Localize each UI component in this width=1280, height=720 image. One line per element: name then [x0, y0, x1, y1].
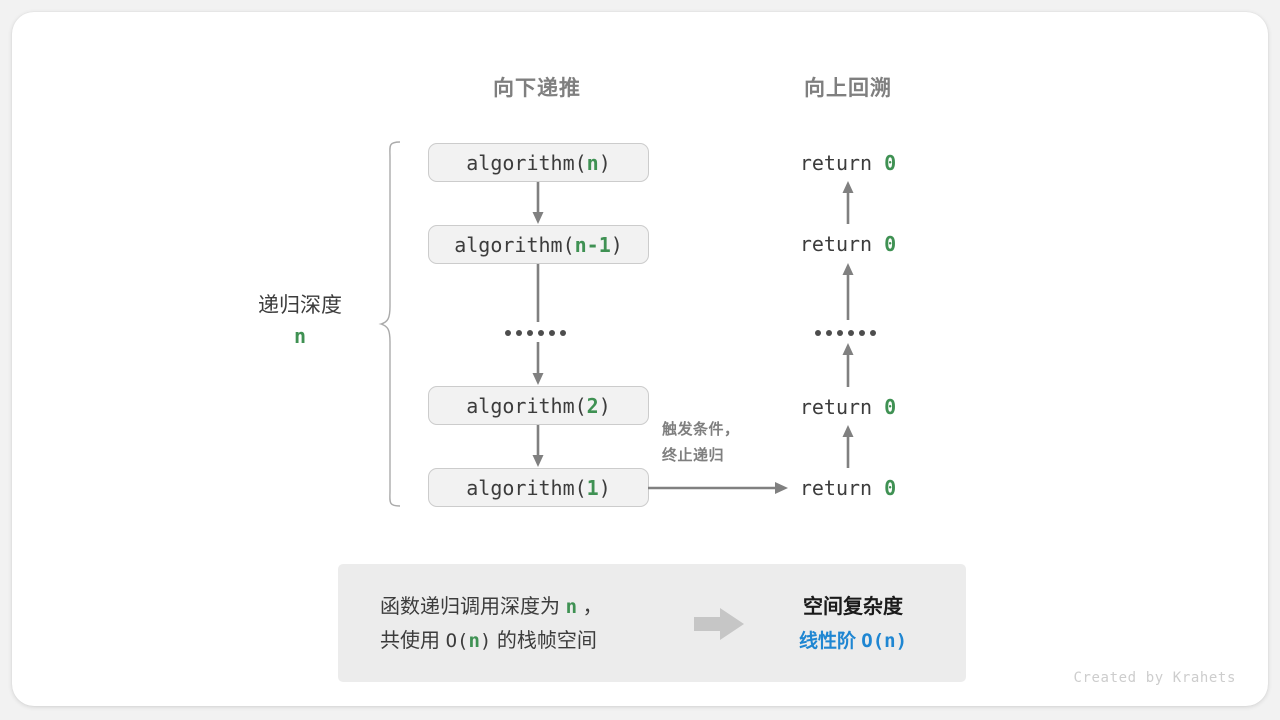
space-complexity-notation: O(n)	[861, 630, 908, 652]
call-box-n-prefix: algorithm(	[466, 150, 587, 175]
return-value: 0	[884, 232, 897, 256]
summary-line-1: 函数递归调用深度为 n ，	[380, 590, 603, 624]
return-statement-4: return 0	[748, 476, 948, 500]
summary-conclusion: 空间复杂度 线性阶 O(n)	[758, 590, 948, 659]
trigger-note-line-2: 终止递归	[662, 447, 725, 464]
ellipsis-dot	[505, 330, 511, 336]
header-downward-recursion: 向下递推	[493, 77, 581, 100]
call-box-n-arg: n	[586, 150, 599, 175]
summary-line-2-n: n	[468, 630, 480, 652]
ellipsis-dot	[837, 330, 843, 336]
ellipsis-dot	[870, 330, 876, 336]
return-statement-2: return 0	[748, 232, 948, 256]
up-arrow-3	[842, 343, 854, 387]
recursion-depth-brace	[378, 141, 401, 507]
space-complexity-value: 线性阶 O(n)	[758, 624, 948, 659]
right-arrow-icon	[694, 608, 744, 640]
header-upward-backtrack: 向上回溯	[804, 77, 892, 100]
return-value: 0	[884, 151, 897, 175]
call-box-1[interactable]: algorithm(1)	[428, 468, 649, 507]
return-value: 0	[884, 395, 897, 419]
up-arrow-2	[842, 263, 854, 320]
summary-line-2: 共使用 O(n) 的栈帧空间	[380, 624, 603, 658]
summary-description: 函数递归调用深度为 n ， 共使用 O(n) 的栈帧空间	[380, 590, 603, 658]
call-box-n-minus-1-suffix: )	[610, 232, 623, 257]
return-value: 0	[884, 476, 897, 500]
call-box-2-prefix: algorithm(	[466, 393, 587, 418]
ellipsis-dot	[848, 330, 854, 336]
up-arrow-4	[842, 425, 854, 468]
ellipsis-dot	[549, 330, 555, 336]
recursion-depth-label: 递归深度 n	[230, 291, 370, 351]
credit-text: Created by Krahets	[1073, 670, 1236, 686]
call-box-2[interactable]: algorithm(2)	[428, 386, 649, 425]
summary-line-2-o-open: O(	[445, 630, 469, 652]
ellipsis-dot	[826, 330, 832, 336]
summary-line-1-text-a: 函数递归调用深度为	[380, 596, 566, 618]
return-keyword: return	[799, 151, 885, 175]
ellipsis-dot	[560, 330, 566, 336]
down-arrow-4	[532, 425, 544, 467]
ellipsis-left	[505, 330, 566, 336]
up-arrow-1	[842, 181, 854, 224]
space-complexity-order: 线性阶	[798, 631, 862, 652]
recursion-depth-value: n	[293, 324, 307, 348]
down-arrow-1	[532, 182, 544, 224]
call-box-1-suffix: )	[598, 475, 611, 500]
summary-line-2-text-b: 的栈帧空间	[491, 630, 597, 652]
ellipsis-right	[815, 330, 876, 336]
recursion-depth-text: 递归深度	[258, 294, 342, 317]
return-statement-1: return 0	[748, 151, 948, 175]
summary-line-1-text-b: ，	[577, 596, 603, 618]
terminate-recursion-arrow	[648, 482, 788, 494]
ellipsis-dot	[859, 330, 865, 336]
ellipsis-dot	[527, 330, 533, 336]
down-arrow-3	[532, 342, 544, 385]
ellipsis-dot	[516, 330, 522, 336]
return-statement-3: return 0	[748, 395, 948, 419]
space-complexity-title: 空间复杂度	[803, 596, 903, 618]
down-arrow-2	[536, 264, 540, 322]
return-keyword: return	[799, 232, 885, 256]
return-keyword: return	[799, 476, 885, 500]
call-box-n-minus-1[interactable]: algorithm(n-1)	[428, 225, 649, 264]
return-keyword: return	[799, 395, 885, 419]
summary-line-2-o-close: )	[479, 630, 492, 652]
call-box-n-minus-1-arg: n-1	[574, 232, 611, 257]
summary-panel: 函数递归调用深度为 n ， 共使用 O(n) 的栈帧空间 空间复杂度 线性阶 O…	[338, 564, 966, 682]
call-box-2-arg: 2	[586, 393, 599, 418]
call-box-n-suffix: )	[598, 150, 611, 175]
call-box-1-prefix: algorithm(	[466, 475, 587, 500]
call-box-n-minus-1-prefix: algorithm(	[454, 232, 575, 257]
trigger-note-line-1: 触发条件，	[662, 421, 740, 438]
summary-line-2-text-a: 共使用	[380, 630, 446, 652]
summary-line-1-n: n	[565, 596, 578, 618]
diagram-card: 向下递推 向上回溯 递归深度 n algorithm(n) algorithm(…	[12, 12, 1268, 706]
call-box-n[interactable]: algorithm(n)	[428, 143, 649, 182]
ellipsis-dot	[538, 330, 544, 336]
ellipsis-dot	[815, 330, 821, 336]
call-box-2-suffix: )	[598, 393, 611, 418]
trigger-condition-note: 触发条件， 终止递归	[662, 417, 740, 469]
call-box-1-arg: 1	[586, 475, 599, 500]
